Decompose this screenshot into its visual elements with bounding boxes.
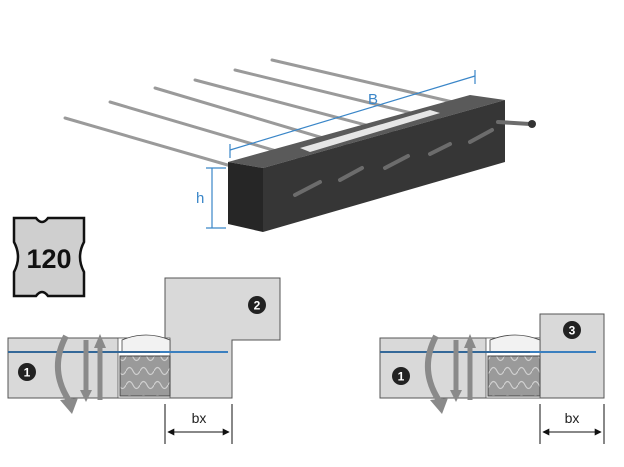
- rebar: [153, 86, 352, 148]
- width-label: B: [368, 91, 378, 108]
- rebar: [108, 100, 302, 160]
- bolt-head: [528, 120, 536, 128]
- bx-label: bx: [565, 410, 580, 426]
- bx-label: bx: [192, 410, 207, 426]
- product-3d-view: B h: [63, 58, 536, 232]
- wall-marker-label: 2: [254, 299, 261, 313]
- block-front-face: [228, 162, 263, 232]
- force-arrows: [80, 334, 106, 402]
- insulation-body: [487, 355, 541, 397]
- rebar-group: [63, 58, 472, 170]
- bx-dimension: [164, 404, 233, 444]
- rotation-arrow: [54, 334, 73, 404]
- detail-left: 1 2 bx: [7, 277, 281, 444]
- badge-shape: [12, 216, 86, 298]
- block-side-face: [263, 100, 505, 232]
- rebar: [233, 68, 442, 122]
- wall-marker: [248, 296, 266, 314]
- slab-marker: [392, 367, 410, 385]
- wall-marker-label: 3: [569, 324, 576, 338]
- detail-right: 1 3 bx: [379, 313, 605, 444]
- dimension-h: [206, 167, 226, 229]
- slab-marker-label: 1: [24, 366, 31, 380]
- insulation-body: [119, 355, 171, 397]
- force-arrows: [450, 334, 476, 402]
- dimension-b: [229, 70, 476, 158]
- height-label: h: [196, 190, 204, 207]
- fire-rating-badge: 120: [12, 216, 86, 298]
- slab-marker: [18, 363, 36, 381]
- rebar: [63, 116, 240, 170]
- rotation-arrow: [424, 334, 443, 404]
- rebar: [270, 58, 472, 108]
- stub-bars: [293, 120, 532, 197]
- top-strip: [300, 110, 440, 152]
- wall-marker: [563, 321, 581, 339]
- bx-dimension: [539, 404, 605, 444]
- slab-marker-label: 1: [398, 370, 405, 384]
- wall-element: [164, 277, 281, 399]
- fire-rating-value: 120: [26, 244, 71, 274]
